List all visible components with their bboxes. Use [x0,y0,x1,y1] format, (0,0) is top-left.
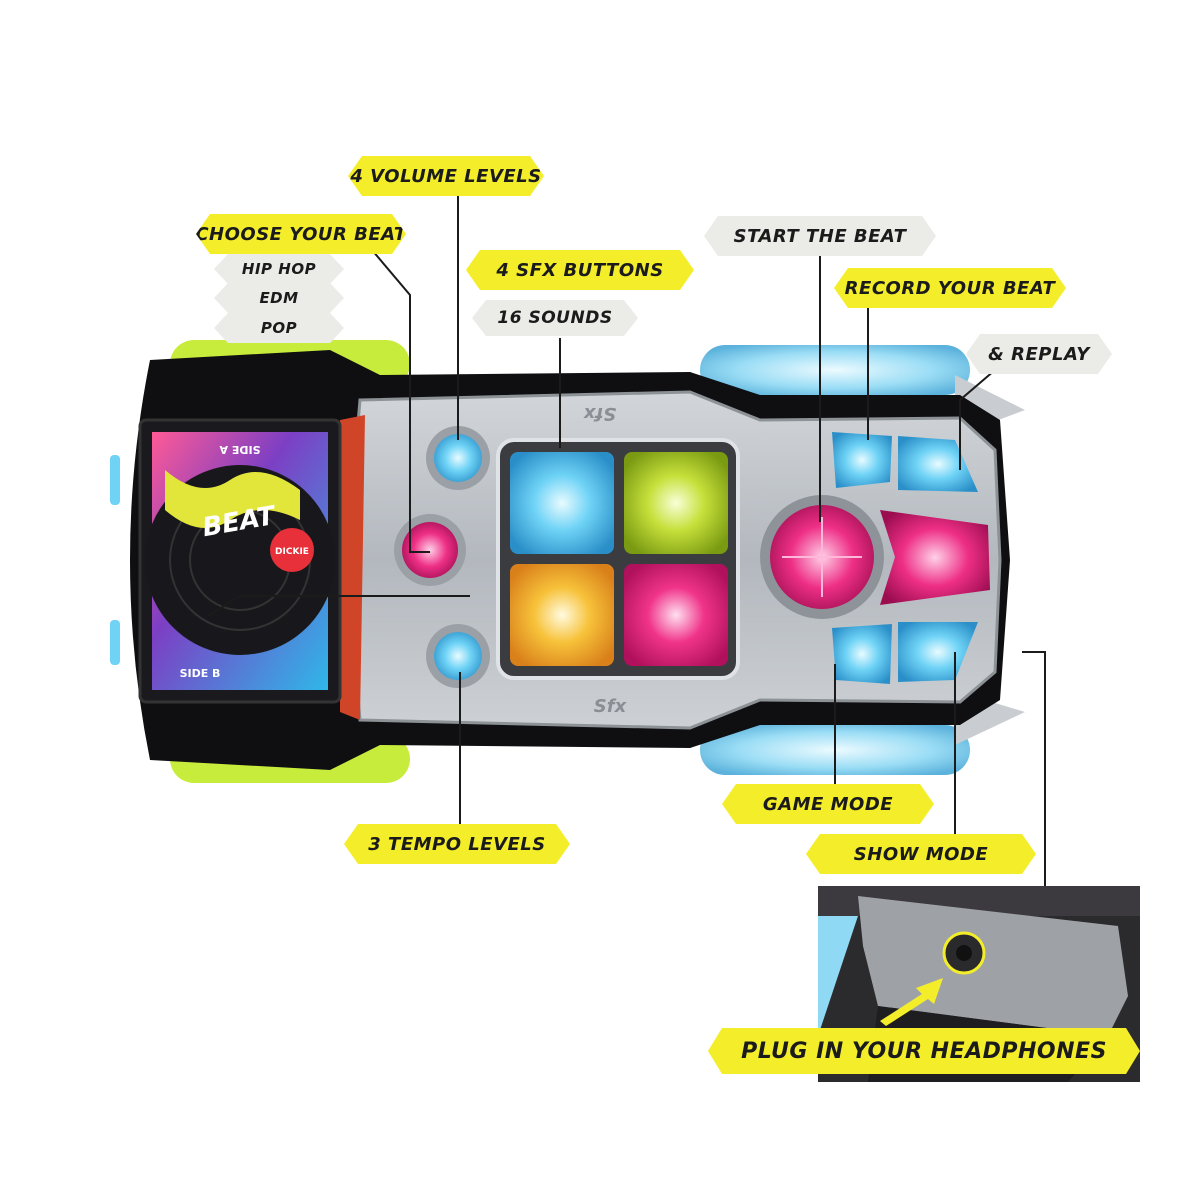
brand-text: DICKIE [275,547,309,557]
line-beat [371,249,430,553]
label-replay: & REPLAY [966,334,1112,374]
choose-beat-button[interactable] [402,522,458,578]
sfx-pad-green[interactable] [624,452,728,554]
label-16-sounds: 16 SOUNDS [472,300,638,336]
headphone-jack [956,945,972,961]
label-beat-option-edm: EDM [214,283,344,313]
paint-splash [165,470,300,528]
label-headphones: PLUG IN YOUR HEADPHONES [708,1028,1140,1074]
label-sfx-buttons: 4 SFX BUTTONS [466,250,694,290]
sfx-embossed-top: Sfx [582,403,616,424]
side-b-text: SIDE B [180,667,221,680]
label-start-beat: START THE BEAT [704,216,936,256]
replay-button[interactable] [898,436,978,492]
record-button[interactable] [832,432,892,488]
sfx-pad-blue[interactable] [510,452,614,554]
label-choose-beat: CHOOSE YOUR BEAT [196,214,406,254]
line-headphones [1022,651,1046,893]
sfx-embossed-bottom: Sfx [594,696,628,717]
show-mode-button[interactable] [898,622,978,682]
brand-badge [270,528,314,572]
label-tempo-levels: 3 TEMPO LEVELS [344,824,570,864]
line-replay [959,369,996,470]
label-volume-levels: 4 VOLUME LEVELS [348,156,544,196]
label-beat-option-hiphop: HIP HOP [214,254,344,284]
label-record-beat: RECORD YOUR BEAT [834,268,1066,308]
label-show-mode: SHOW MODE [806,834,1036,874]
sfx-pad-pink[interactable] [624,564,728,666]
inset-arrow [880,978,943,1026]
game-mode-button[interactable] [832,624,892,684]
label-beat-option-pop: POP [214,313,344,343]
inset-spoiler [858,896,1128,1036]
tempo-button[interactable] [434,632,482,680]
volume-button[interactable] [434,434,482,482]
replay-pink-button[interactable] [880,510,990,605]
sfx-pad-orange[interactable] [510,564,614,666]
inset-blue-light [818,916,858,1036]
line-beat-screen [207,595,470,617]
label-game-mode: GAME MODE [722,784,934,824]
red-trim [340,415,365,720]
wheel-rear-left [700,345,970,395]
side-a-text: SIDE A [219,443,260,456]
